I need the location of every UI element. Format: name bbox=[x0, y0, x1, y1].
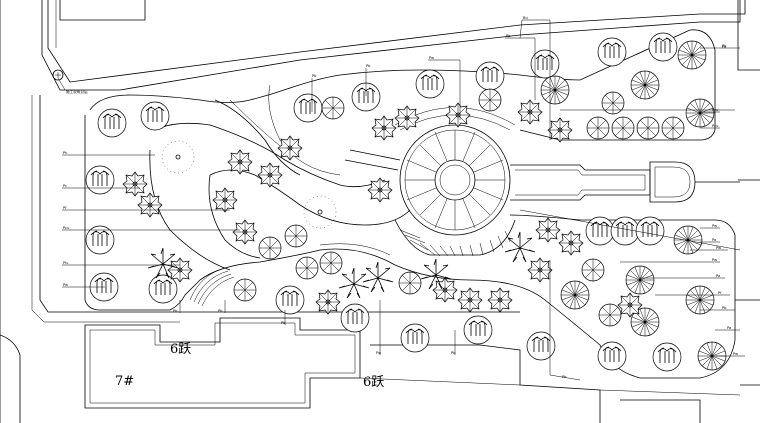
callout-right-7: Pf bbox=[718, 291, 722, 295]
callout-left-4: Plu bbox=[63, 261, 68, 265]
callout-right-11: Pa bbox=[722, 45, 726, 49]
callout-right-2: Pw bbox=[712, 224, 717, 228]
callout-bottom-3: Pw bbox=[376, 351, 381, 355]
callout-right-10: Pw bbox=[733, 352, 738, 356]
drawing-labels: 施工说明见后 Bu Pb Pw Pb Pb Pb Ph Pc Pf Pcu Pl… bbox=[63, 16, 738, 390]
block-label-6b: 6跃 bbox=[363, 375, 384, 390]
callout-right-8: Pb bbox=[722, 306, 727, 310]
callout-bottom-4: Pb bbox=[451, 351, 456, 355]
callout-right-3: Pa bbox=[712, 238, 716, 242]
building-block-outline bbox=[84, 317, 741, 423]
callout-bottom-2: Pb bbox=[281, 321, 286, 325]
callout-top-4: Pb bbox=[312, 74, 317, 78]
callout-right-4: Pw bbox=[716, 246, 721, 250]
callout-left-1: Pc bbox=[63, 184, 67, 188]
block-label-7: 7# bbox=[115, 374, 134, 389]
callout-bottom-5: Pb bbox=[562, 375, 567, 379]
callout-right-1: Pcu bbox=[712, 124, 718, 128]
callout-right-6: Pa bbox=[716, 274, 720, 278]
callout-bottom-1: Pb bbox=[218, 309, 223, 313]
steps-left bbox=[189, 267, 235, 307]
callout-top-5: Pb bbox=[722, 44, 727, 48]
callout-left-5: Pw bbox=[63, 283, 68, 287]
callout-left-3: Pcu bbox=[63, 226, 69, 230]
callout-top-1: Pb bbox=[506, 34, 511, 38]
callout-left-2: Pf bbox=[63, 206, 67, 210]
block-label-6a: 6跃 bbox=[170, 342, 191, 357]
callout-top-3: Pb bbox=[366, 64, 371, 68]
callout-left-0: Ph bbox=[63, 151, 67, 155]
tree-symbols bbox=[85, 32, 727, 372]
callout-right-0: Pcu bbox=[712, 108, 718, 112]
callout-right-5: Pw bbox=[712, 258, 717, 262]
entrance-note: 施工说明见后 bbox=[66, 89, 88, 94]
callout-top-2: Pw bbox=[429, 56, 434, 60]
callout-top-0: Bu bbox=[523, 16, 528, 20]
callout-leader-lines bbox=[52, 19, 745, 381]
callout-right-9: Pa bbox=[727, 326, 731, 330]
callout-bottom-0: Pb bbox=[173, 309, 178, 313]
